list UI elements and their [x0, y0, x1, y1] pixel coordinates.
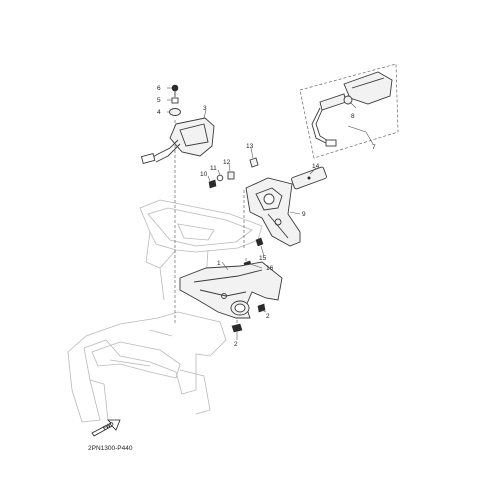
grommet-4 [169, 108, 181, 116]
collar-5 [171, 97, 179, 104]
bolt-2-lower [231, 323, 243, 333]
reflector-14 [291, 166, 327, 190]
washer-11 [216, 174, 224, 182]
nut-13 [249, 157, 259, 168]
nut-10 [208, 179, 217, 189]
leader-lines [167, 87, 374, 340]
rear-fender-1 [179, 261, 283, 319]
callout-14: 14 [312, 163, 320, 170]
collar-12 [227, 171, 235, 180]
callout-4: 4 [157, 109, 161, 116]
bolt-2-right [257, 303, 266, 313]
license-bracket-9 [245, 177, 301, 247]
callout-2-lower: 2 [234, 341, 238, 348]
callout-5: 5 [157, 97, 161, 104]
callout-7: 7 [372, 144, 376, 151]
callout-9: 9 [302, 211, 306, 218]
callout-12: 12 [223, 159, 231, 166]
rear-frame-outline [67, 199, 263, 423]
forward-label: FWD [102, 421, 115, 432]
bolt-15 [255, 237, 264, 247]
tail-light-3 [140, 117, 215, 164]
drawing-code: 2PN1300-P440 [88, 445, 133, 452]
bolt-6 [171, 84, 179, 97]
callout-16: 16 [266, 265, 274, 272]
callouts: 6 5 4 3 10 11 12 13 8 7 14 9 15 16 1 2 2 [157, 85, 376, 348]
callout-8: 8 [351, 113, 355, 120]
callout-6: 6 [157, 85, 161, 92]
callout-15: 15 [259, 255, 267, 262]
callout-3: 3 [203, 105, 207, 112]
forward-arrow-icon: FWD [91, 419, 121, 437]
callout-11: 11 [210, 165, 217, 172]
callout-2-right: 2 [266, 313, 270, 320]
callout-13: 13 [246, 143, 254, 150]
license-light-group-7 [299, 63, 399, 159]
callout-10: 10 [200, 171, 208, 178]
callout-1: 1 [217, 260, 221, 267]
